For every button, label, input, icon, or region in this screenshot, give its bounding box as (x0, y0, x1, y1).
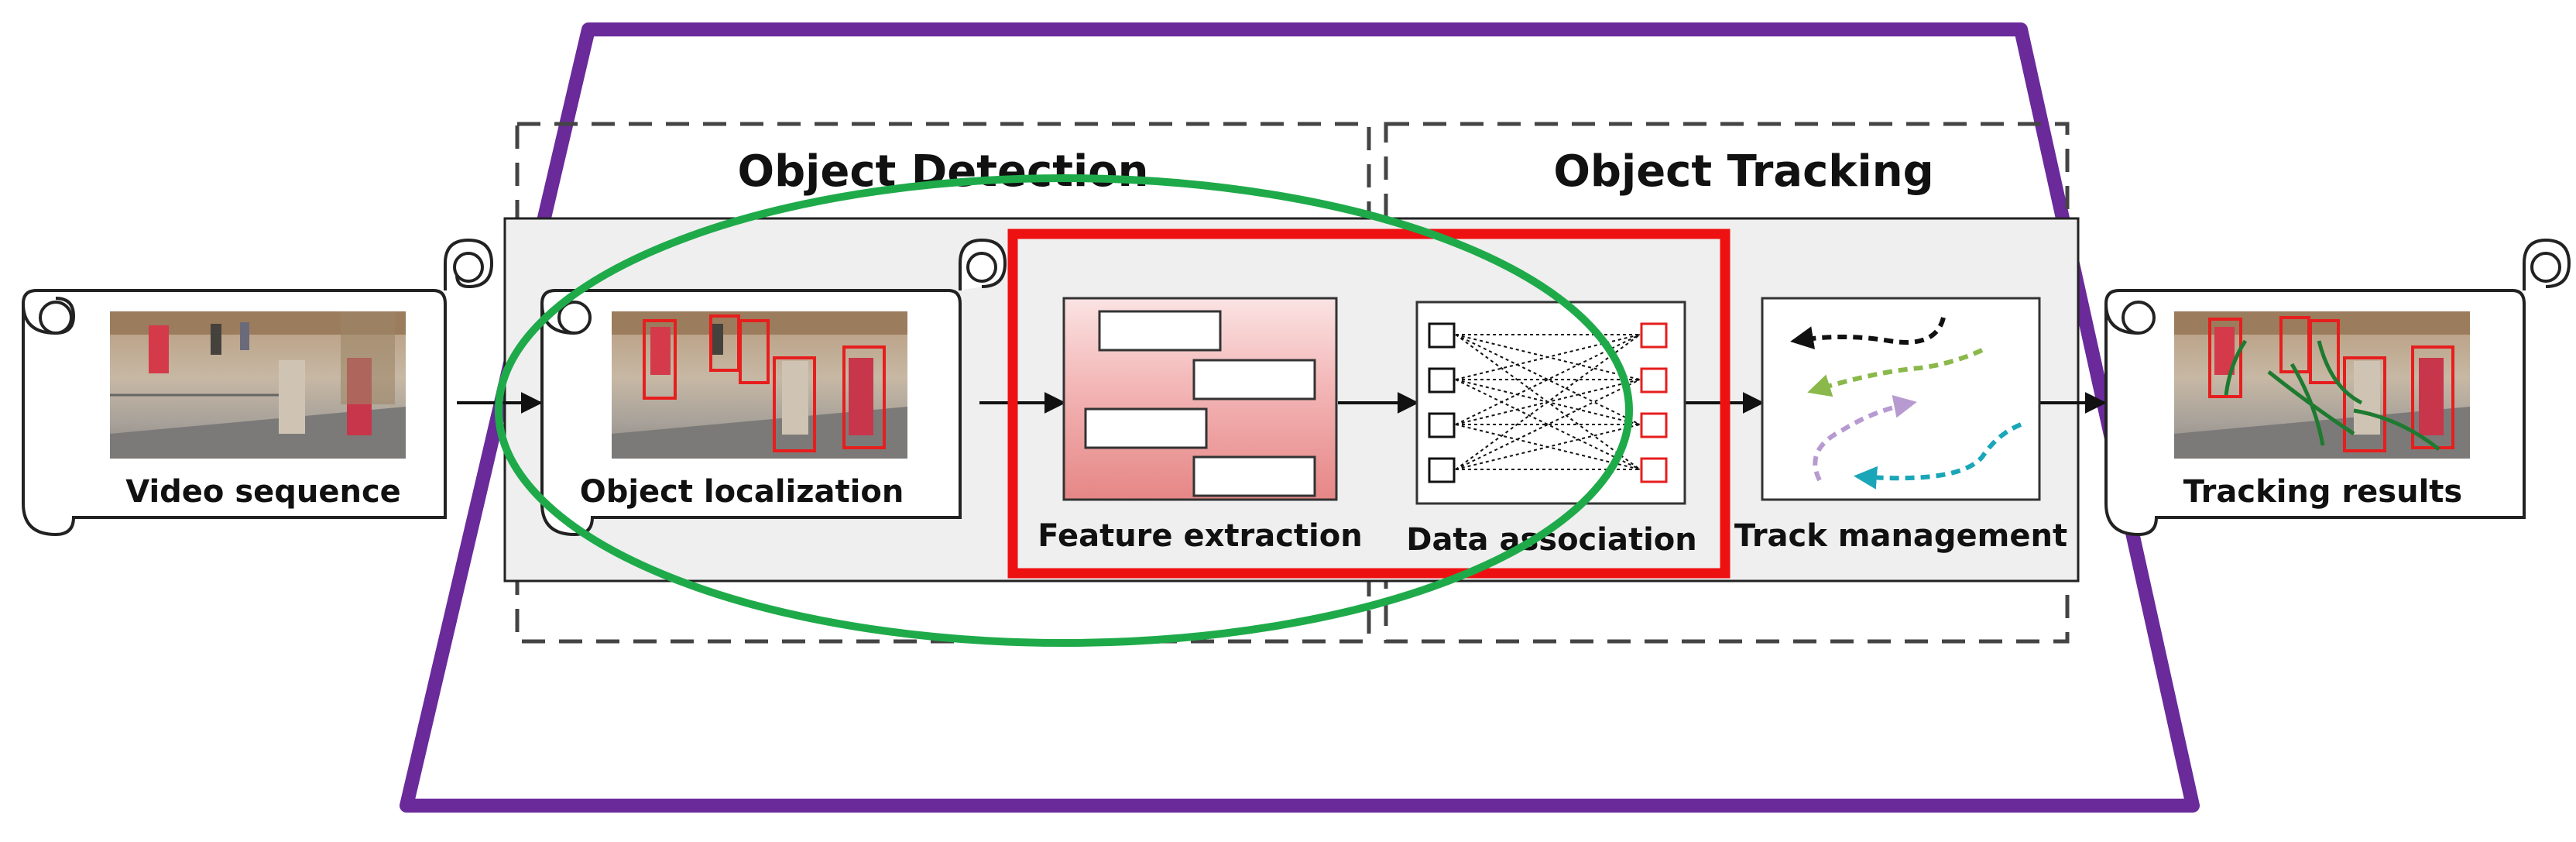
data-association-block: Data association (1406, 301, 1697, 558)
track-management-label: Track management (1734, 518, 2067, 554)
tracking-results-label: Tracking results (2183, 474, 2462, 510)
tracking-results-scroll: Tracking results (2104, 238, 2571, 537)
video-frame-photo (110, 311, 406, 459)
detection-box (773, 356, 816, 452)
green-ellipse-outline (495, 174, 1633, 647)
feature-extraction-label: Feature extraction (1038, 518, 1362, 554)
localization-frame-photo (612, 311, 907, 459)
red-highlight-frame (1007, 229, 1730, 579)
object-localization-scroll: Object localization (540, 238, 1007, 537)
detection-box (842, 345, 886, 449)
bipartite-graph-icon (1428, 322, 1668, 483)
track-management-block: Track management (1734, 297, 2067, 554)
detection-box (643, 319, 677, 400)
tracking-title: Object Tracking (1553, 146, 1933, 197)
detection-box (739, 319, 770, 384)
results-frame-photo (2174, 311, 2470, 459)
trajectory-arrows-icon (1790, 317, 2022, 490)
purple-trapezoid-outline (400, 22, 2200, 813)
video-sequence-label: Video sequence (125, 474, 401, 510)
video-sequence-scroll: Video sequence (22, 238, 494, 537)
detection-title: Object Detection (737, 146, 1148, 197)
object-localization-label: Object localization (580, 474, 904, 510)
track-management-box (1761, 297, 2041, 501)
feature-extraction-block: Feature extraction (1038, 297, 1363, 554)
